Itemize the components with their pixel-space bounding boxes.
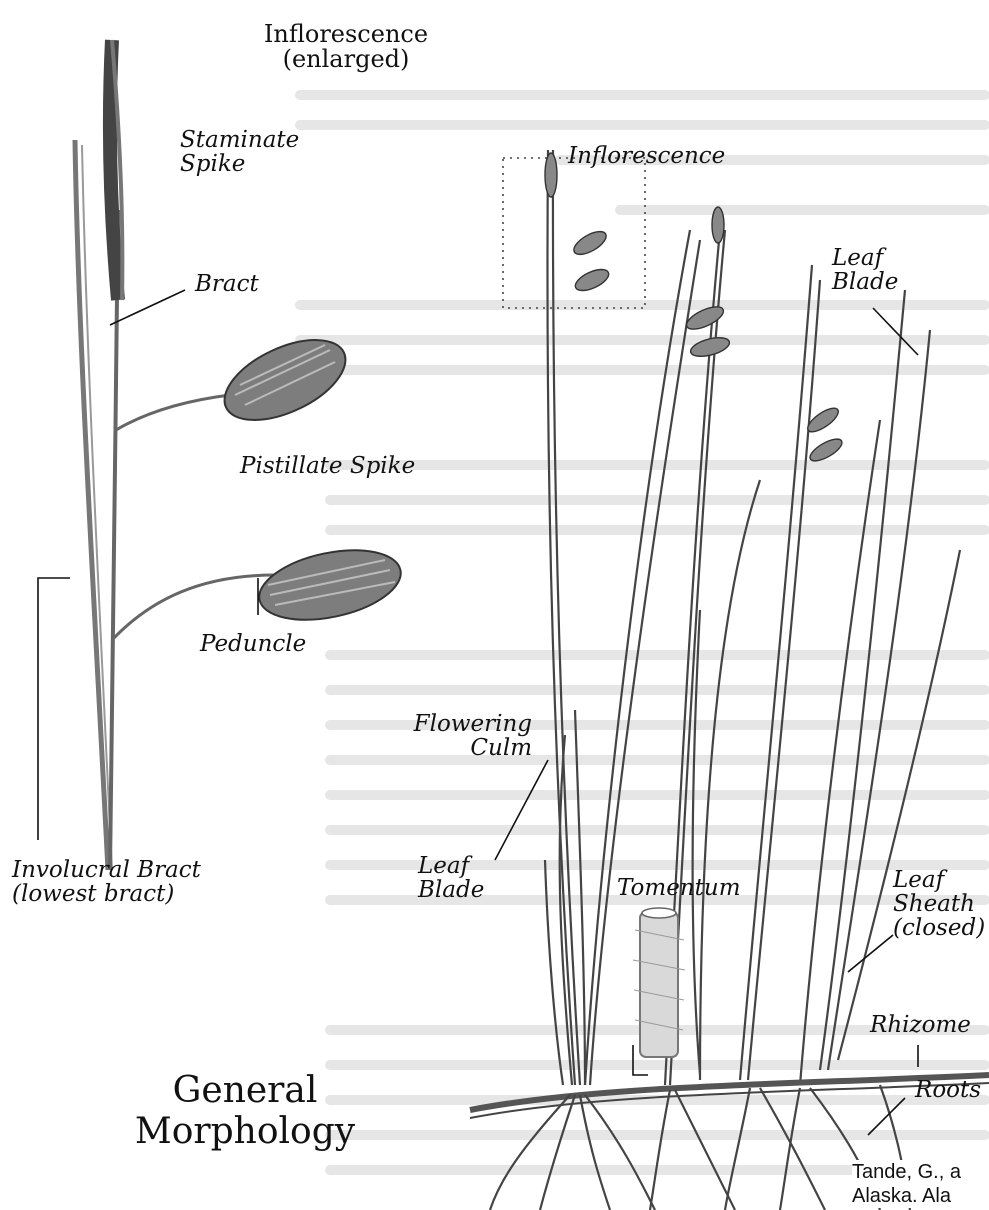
diagram-title-line1: General [110,1070,380,1111]
leader-lines-left [38,290,258,840]
label-leaf-blade-top-line1: Leaf [832,246,898,270]
label-flowering-culm: Flowering Culm [392,712,532,760]
label-leaf-blade-lower-line2: Blade [418,878,484,902]
label-leaf-blade-lower: Leaf Blade [418,854,484,902]
label-leaf-blade-top-line2: Blade [832,270,898,294]
label-bract: Bract [195,272,259,296]
enlarged-heading-line1: Inflorescence [246,22,446,47]
label-rhizome: Rhizome [870,1013,971,1037]
label-leaf-sheath-line1: Leaf [893,868,985,892]
label-staminate-spike-line2: Spike [180,152,299,176]
diagram-title: General Morphology [110,1070,380,1153]
label-involucral-bract-line2: (lowest bract) [12,882,201,906]
label-staminate-spike: Staminate Spike [180,128,299,176]
enlarged-heading: Inflorescence (enlarged) [246,22,446,72]
label-leaf-blade-lower-line1: Leaf [418,854,484,878]
label-flowering-culm-line1: Flowering [392,712,532,736]
pistillate-spike-lower [253,539,407,632]
label-leaf-blade-top: Leaf Blade [832,246,898,294]
tomentum-drawing [633,908,685,1057]
label-inflorescence: Inflorescence [568,144,725,168]
label-roots: Roots [915,1078,981,1102]
enlarged-heading-line2: (enlarged) [246,47,446,72]
label-involucral-bract: Involucral Bract (lowest bract) [12,858,201,906]
label-tomentum: Tomentum [617,876,741,900]
citation: Tande, G., a Alaska. Ala [852,1160,989,1208]
citation-line1: Tande, G., a [852,1160,989,1184]
diagram-title-line2: Morphology [110,1111,380,1152]
label-leaf-sheath-line3: (closed) [893,916,985,940]
label-leaf-sheath-line2: Sheath [893,892,985,916]
citation-line2: Alaska. Ala [852,1184,989,1208]
label-flowering-culm-line2: Culm [392,736,532,760]
label-leaf-sheath: Leaf Sheath (closed) [893,868,985,940]
label-involucral-bract-line1: Involucral Bract [12,858,201,882]
label-pistillate-spike: Pistillate Spike [240,454,415,478]
label-peduncle: Peduncle [200,632,306,656]
label-staminate-spike-line1: Staminate [180,128,299,152]
